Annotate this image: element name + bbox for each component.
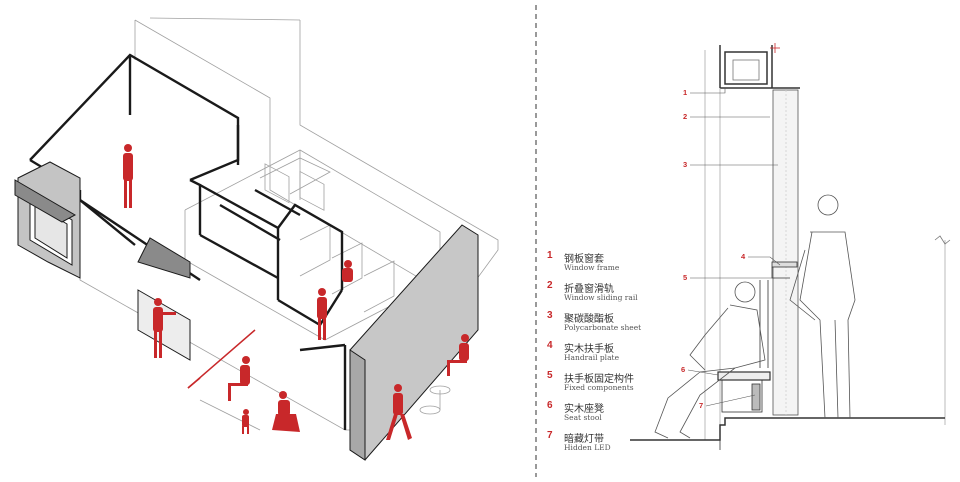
figure-counter	[317, 288, 327, 340]
legend-label-cn: 聚碳酸酯板	[564, 314, 614, 325]
section-people	[654, 194, 856, 439]
people-figures	[123, 144, 469, 440]
figure-walking-front	[386, 384, 412, 440]
callout-2: 2	[683, 112, 688, 121]
legend-label-en: Polycarbonate sheet	[564, 323, 642, 332]
crosshair-marks	[770, 43, 780, 53]
legend-label-en: Fixed components	[564, 383, 634, 392]
section-drawing	[630, 45, 951, 450]
callout-3: 3	[683, 160, 688, 169]
grey-panels	[14, 161, 479, 461]
figure-at-window	[153, 298, 176, 358]
seated-person-outline	[654, 281, 766, 439]
legend-item: 2 折叠窗滑轨 Window sliding rail	[547, 280, 747, 310]
figure-sitting-center	[228, 356, 250, 401]
legend-label-cn: 实木扶手板	[564, 344, 614, 355]
callout-1: 1	[683, 88, 688, 97]
callout-6: 6	[681, 365, 686, 374]
legend-label-cn: 暗藏灯带	[564, 434, 604, 445]
legend-number: 5	[547, 370, 553, 381]
legend-number: 1	[547, 250, 553, 261]
legend-label-en: Window frame	[564, 263, 620, 272]
cabinets	[264, 163, 325, 211]
legend-number: 6	[547, 400, 553, 411]
legend-item: 5 扶手板固定构件 Fixed components	[547, 370, 747, 400]
legend-label-en: Window sliding rail	[564, 293, 638, 302]
callout-4: 4	[741, 252, 746, 261]
legend-label-en: Seat stool	[564, 413, 602, 422]
legend-item: 1 钢板窗套 Window frame	[547, 250, 747, 280]
legend-label-cn: 钢板窗套	[564, 254, 604, 265]
figure-bar-back	[342, 260, 353, 282]
legend-label-en: Hidden LED	[564, 443, 611, 452]
leader-lines	[687, 88, 781, 407]
legend-label-cn: 实木座凳	[564, 404, 604, 415]
figure-kneeling	[272, 391, 300, 432]
legend-label-cn: 折叠窗滑轨	[564, 284, 614, 295]
legend-item: 3 聚碳酸酯板 Polycarbonate sheet	[547, 310, 747, 340]
legend: 1 钢板窗套 Window frame 2 折叠窗滑轨 Window slidi…	[547, 250, 747, 460]
red-arrow-marker	[187, 329, 256, 389]
callout-7: 7	[699, 401, 704, 410]
legend-item: 7 暗藏灯带 Hidden LED	[547, 430, 747, 460]
callout-5: 5	[683, 273, 688, 282]
figure-standing-back	[123, 144, 133, 208]
legend-label-en: Handrail plate	[564, 353, 620, 362]
legend-item: 6 实木座凳 Seat stool	[547, 400, 747, 430]
standing-person-outline	[789, 194, 856, 419]
legend-number: 4	[547, 340, 553, 351]
legend-item: 4 实木扶手板 Handrail plate	[547, 340, 747, 370]
figure-child	[242, 409, 249, 434]
legend-number: 7	[547, 430, 553, 441]
legend-label-cn: 扶手板固定构件	[564, 374, 634, 385]
legend-number: 3	[547, 310, 553, 321]
figure-sitting-right	[447, 334, 469, 376]
legend-number: 2	[547, 280, 553, 291]
